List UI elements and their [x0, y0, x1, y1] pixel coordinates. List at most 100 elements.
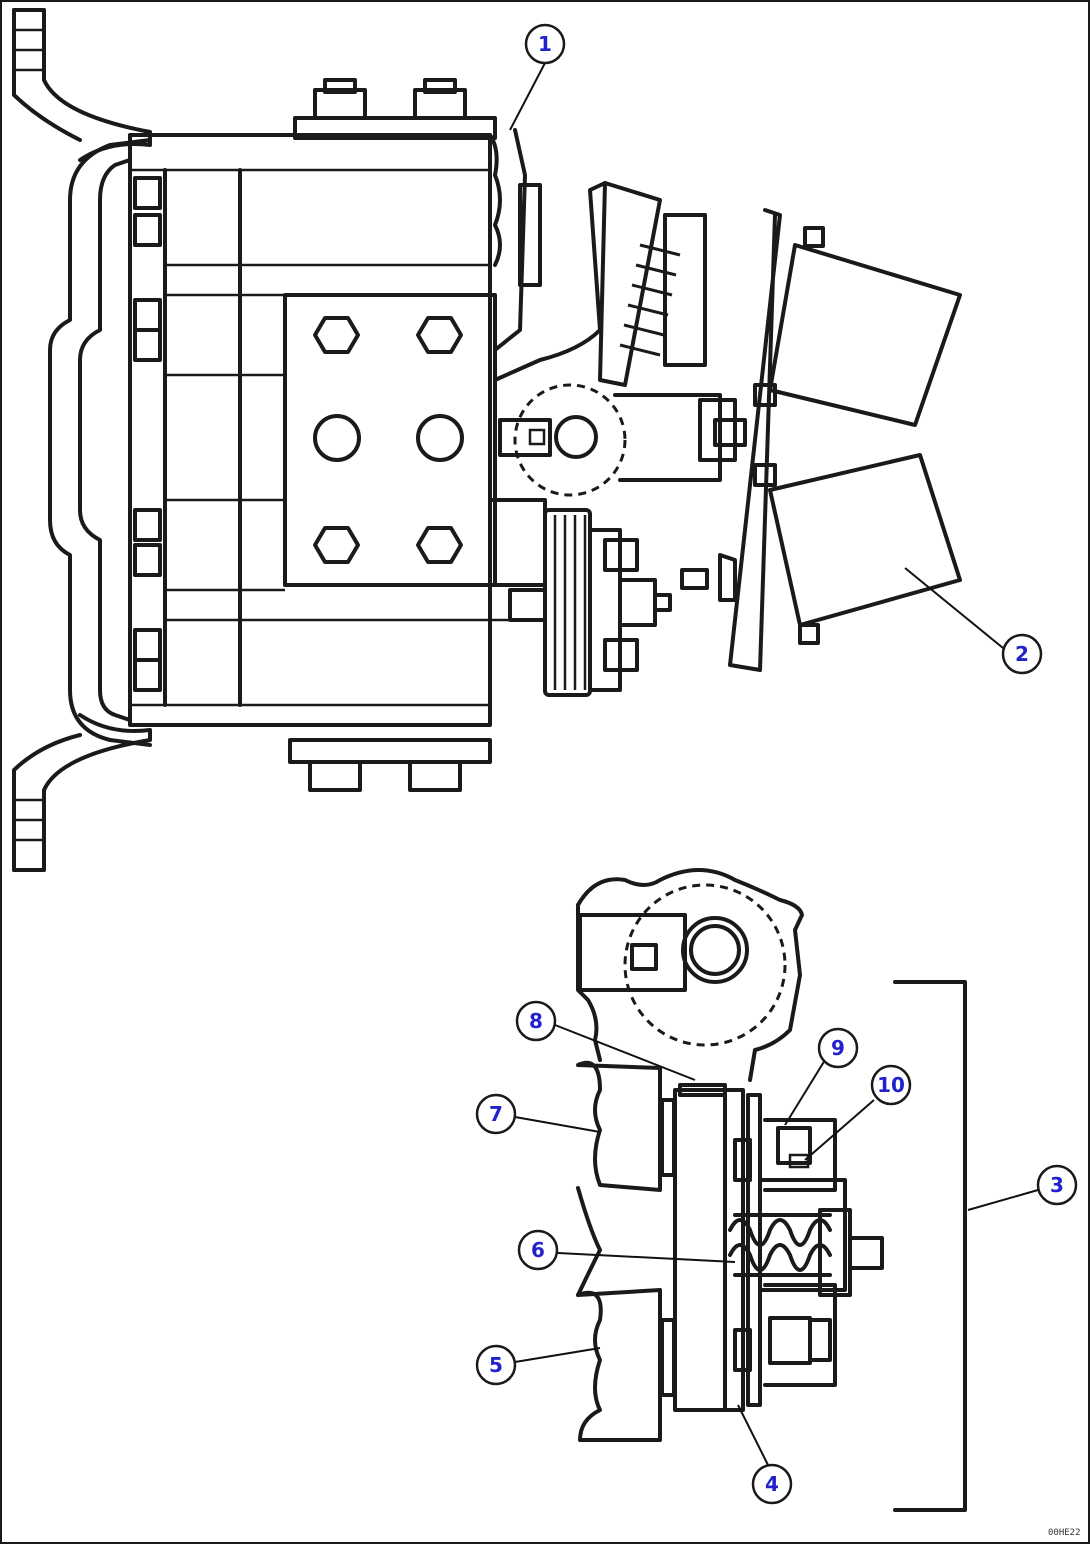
- callout-5: 5: [475, 1344, 517, 1386]
- solenoid-upper: [768, 243, 962, 427]
- disc-adjuster: [618, 578, 657, 627]
- upper-frame-rail-inner: [12, 8, 82, 142]
- pivot-dash-circle: [513, 383, 627, 497]
- magnet-bracket: [728, 208, 782, 672]
- housing-right-wall: [493, 128, 527, 352]
- callout-8: 8: [515, 1000, 557, 1042]
- top-bolt-1-head: [323, 78, 357, 94]
- brake-shoe: [598, 181, 662, 387]
- bottom-bolt-2: [408, 760, 462, 792]
- solenoid-upper-bolt-bottom: [753, 383, 777, 407]
- disc-pack: [543, 508, 592, 697]
- callout-7-label: 7: [489, 1102, 503, 1126]
- nut-upper-washer: [788, 1153, 810, 1169]
- disc-pack-lines: [553, 515, 587, 690]
- nut-lower-side: [808, 1318, 832, 1362]
- leader-5: [514, 1347, 601, 1363]
- solenoid-upper-bolt-top: [803, 226, 825, 248]
- top-mount-plate: [293, 116, 497, 140]
- upper-assembly: [12, 8, 962, 872]
- lower-nut-housing: [763, 1283, 837, 1387]
- leader-1: [509, 62, 546, 131]
- top-bolt-2-head: [423, 78, 457, 94]
- pivot-block: [498, 418, 552, 457]
- housing-gap-edge: [576, 1186, 602, 1297]
- leader-2: [904, 567, 1004, 649]
- rail-slots: [14, 28, 44, 842]
- bottom-mount-plate: [288, 738, 492, 764]
- callout-9: 9: [817, 1027, 859, 1069]
- adjusting-stud: [848, 1236, 884, 1270]
- callout-6-label: 6: [531, 1238, 545, 1262]
- lower-detail: [576, 868, 967, 1512]
- leader-4: [737, 1404, 769, 1466]
- callout-5-label: 5: [489, 1353, 503, 1377]
- torn-edge: [488, 133, 502, 267]
- bottom-bolt-1: [308, 760, 362, 792]
- outer-frame-loop: [48, 138, 152, 747]
- disc-nut-top: [603, 538, 639, 572]
- centre-plate: [283, 293, 497, 587]
- armature-plate: [723, 1088, 745, 1412]
- figure-code: 00HE22: [1048, 1528, 1081, 1538]
- detail-pivot-lever-edge: [576, 903, 602, 1062]
- leader-7: [514, 1116, 601, 1133]
- disc-nut-bottom: [603, 638, 639, 672]
- top-bolt-2: [413, 88, 467, 120]
- top-bolt-1: [313, 88, 367, 120]
- disc-adapter: [488, 498, 547, 587]
- backing-plate: [746, 1093, 762, 1407]
- callout-1: 1: [524, 23, 566, 65]
- bracket-block: [698, 398, 737, 462]
- housing-right-boss: [518, 183, 542, 287]
- inner-frame-loop: [78, 158, 132, 722]
- leader-10: [804, 1099, 875, 1161]
- lever-arm: [493, 181, 607, 382]
- detail-pivot-dash-circle: [623, 883, 787, 1047]
- housing-part-5: [576, 1288, 662, 1442]
- detail-pivot-pin-inner: [689, 924, 741, 976]
- callout-7: 7: [475, 1093, 517, 1135]
- leader-9: [784, 1059, 826, 1126]
- brake-disc: [673, 1088, 727, 1412]
- solenoid-lower-terminal-cap: [680, 568, 709, 590]
- leader-3: [967, 1189, 1039, 1211]
- callout-6: 6: [517, 1229, 559, 1271]
- leader-8: [554, 1024, 696, 1081]
- callout-10: 10: [870, 1064, 912, 1106]
- detail-pivot-lever: [576, 868, 804, 1082]
- lower-frame-rail-inner: [12, 733, 82, 872]
- housing-part-7: [576, 1060, 662, 1192]
- callout-3-label: 3: [1050, 1173, 1064, 1197]
- nut-lower: [768, 1316, 812, 1365]
- callout-3-bracket: [893, 980, 967, 1512]
- solenoid-lower: [768, 453, 962, 627]
- upper-nut-housing: [763, 1118, 837, 1192]
- main-housing: [128, 133, 492, 727]
- housing-teeth: [133, 176, 162, 692]
- lower-frame-rail: [12, 713, 152, 872]
- leader-lines: [509, 62, 1039, 1466]
- solenoid-lower-bolt-top: [753, 463, 777, 487]
- pivot-pin: [554, 415, 598, 459]
- lining-pad-bottom: [660, 1318, 676, 1397]
- callout-10-label: 10: [877, 1073, 905, 1097]
- callout-8-label: 8: [529, 1009, 543, 1033]
- shoe-block: [663, 213, 707, 367]
- disc-adjuster-stud: [653, 593, 672, 612]
- disc-adapter-lower: [508, 588, 547, 622]
- callout-1-label: 1: [538, 32, 552, 56]
- callout-4: 4: [751, 1463, 793, 1505]
- lining-pad-top: [660, 1098, 676, 1177]
- callout-9-label: 9: [831, 1036, 845, 1060]
- callout-2: 2: [1001, 633, 1043, 675]
- pivot-small-bolt: [528, 428, 546, 446]
- brake-shoe-hatching: [619, 243, 681, 357]
- detail-pivot-block: [578, 913, 687, 992]
- callout-4-label: 4: [765, 1472, 779, 1496]
- solenoid-lower-terminal: [718, 553, 737, 602]
- centre-plate-bolts: [313, 316, 464, 564]
- spring-coil: [728, 1213, 832, 1277]
